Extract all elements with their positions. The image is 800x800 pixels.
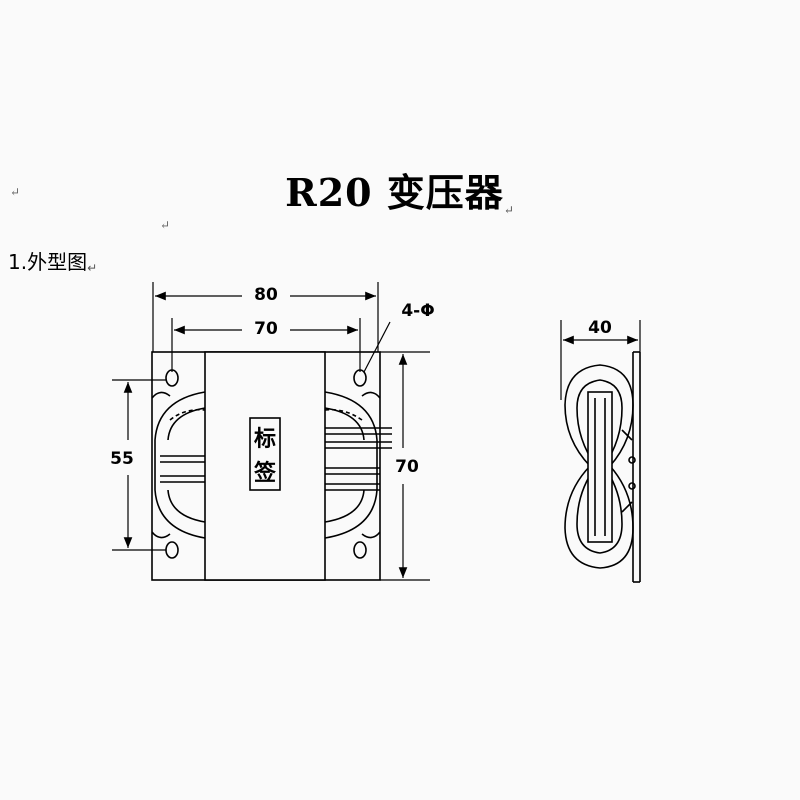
section-heading-text: 1.外型图 — [8, 250, 88, 274]
page-title: R20 变压器↵ — [0, 162, 800, 217]
side-core — [587, 391, 613, 543]
paragraph-mark: ↵ — [10, 185, 21, 199]
title-text: R20 变压器 — [285, 170, 504, 215]
dim-depth: 40 — [588, 318, 612, 338]
label-char: 标 — [254, 426, 276, 452]
mounting-hole — [353, 541, 367, 559]
mounting-hole — [165, 369, 179, 387]
coil-left — [154, 391, 206, 539]
side-coil-outline — [564, 364, 634, 569]
side-view — [564, 351, 641, 583]
label-char: 签 — [253, 460, 277, 486]
dim-hole-spacing: 70 — [254, 319, 278, 339]
coil-right — [324, 391, 378, 539]
paragraph-mark: ↵ — [160, 218, 171, 232]
mounting-hole — [353, 369, 367, 387]
label-box — [249, 417, 281, 491]
dim-hole-vertical-spacing: 55 — [110, 449, 134, 469]
dim-overall-width: 80 — [254, 285, 278, 305]
dim-mounting-holes: 4-Φ — [401, 301, 434, 321]
dim-height: 70 — [395, 457, 419, 477]
paragraph-mark: ↵ — [503, 203, 515, 217]
paragraph-mark: ↵ — [87, 261, 98, 275]
section-heading: 1.外型图↵ — [8, 246, 97, 275]
dimension-lines — [112, 282, 430, 581]
mounting-hole — [165, 541, 179, 559]
front-view — [151, 351, 392, 581]
